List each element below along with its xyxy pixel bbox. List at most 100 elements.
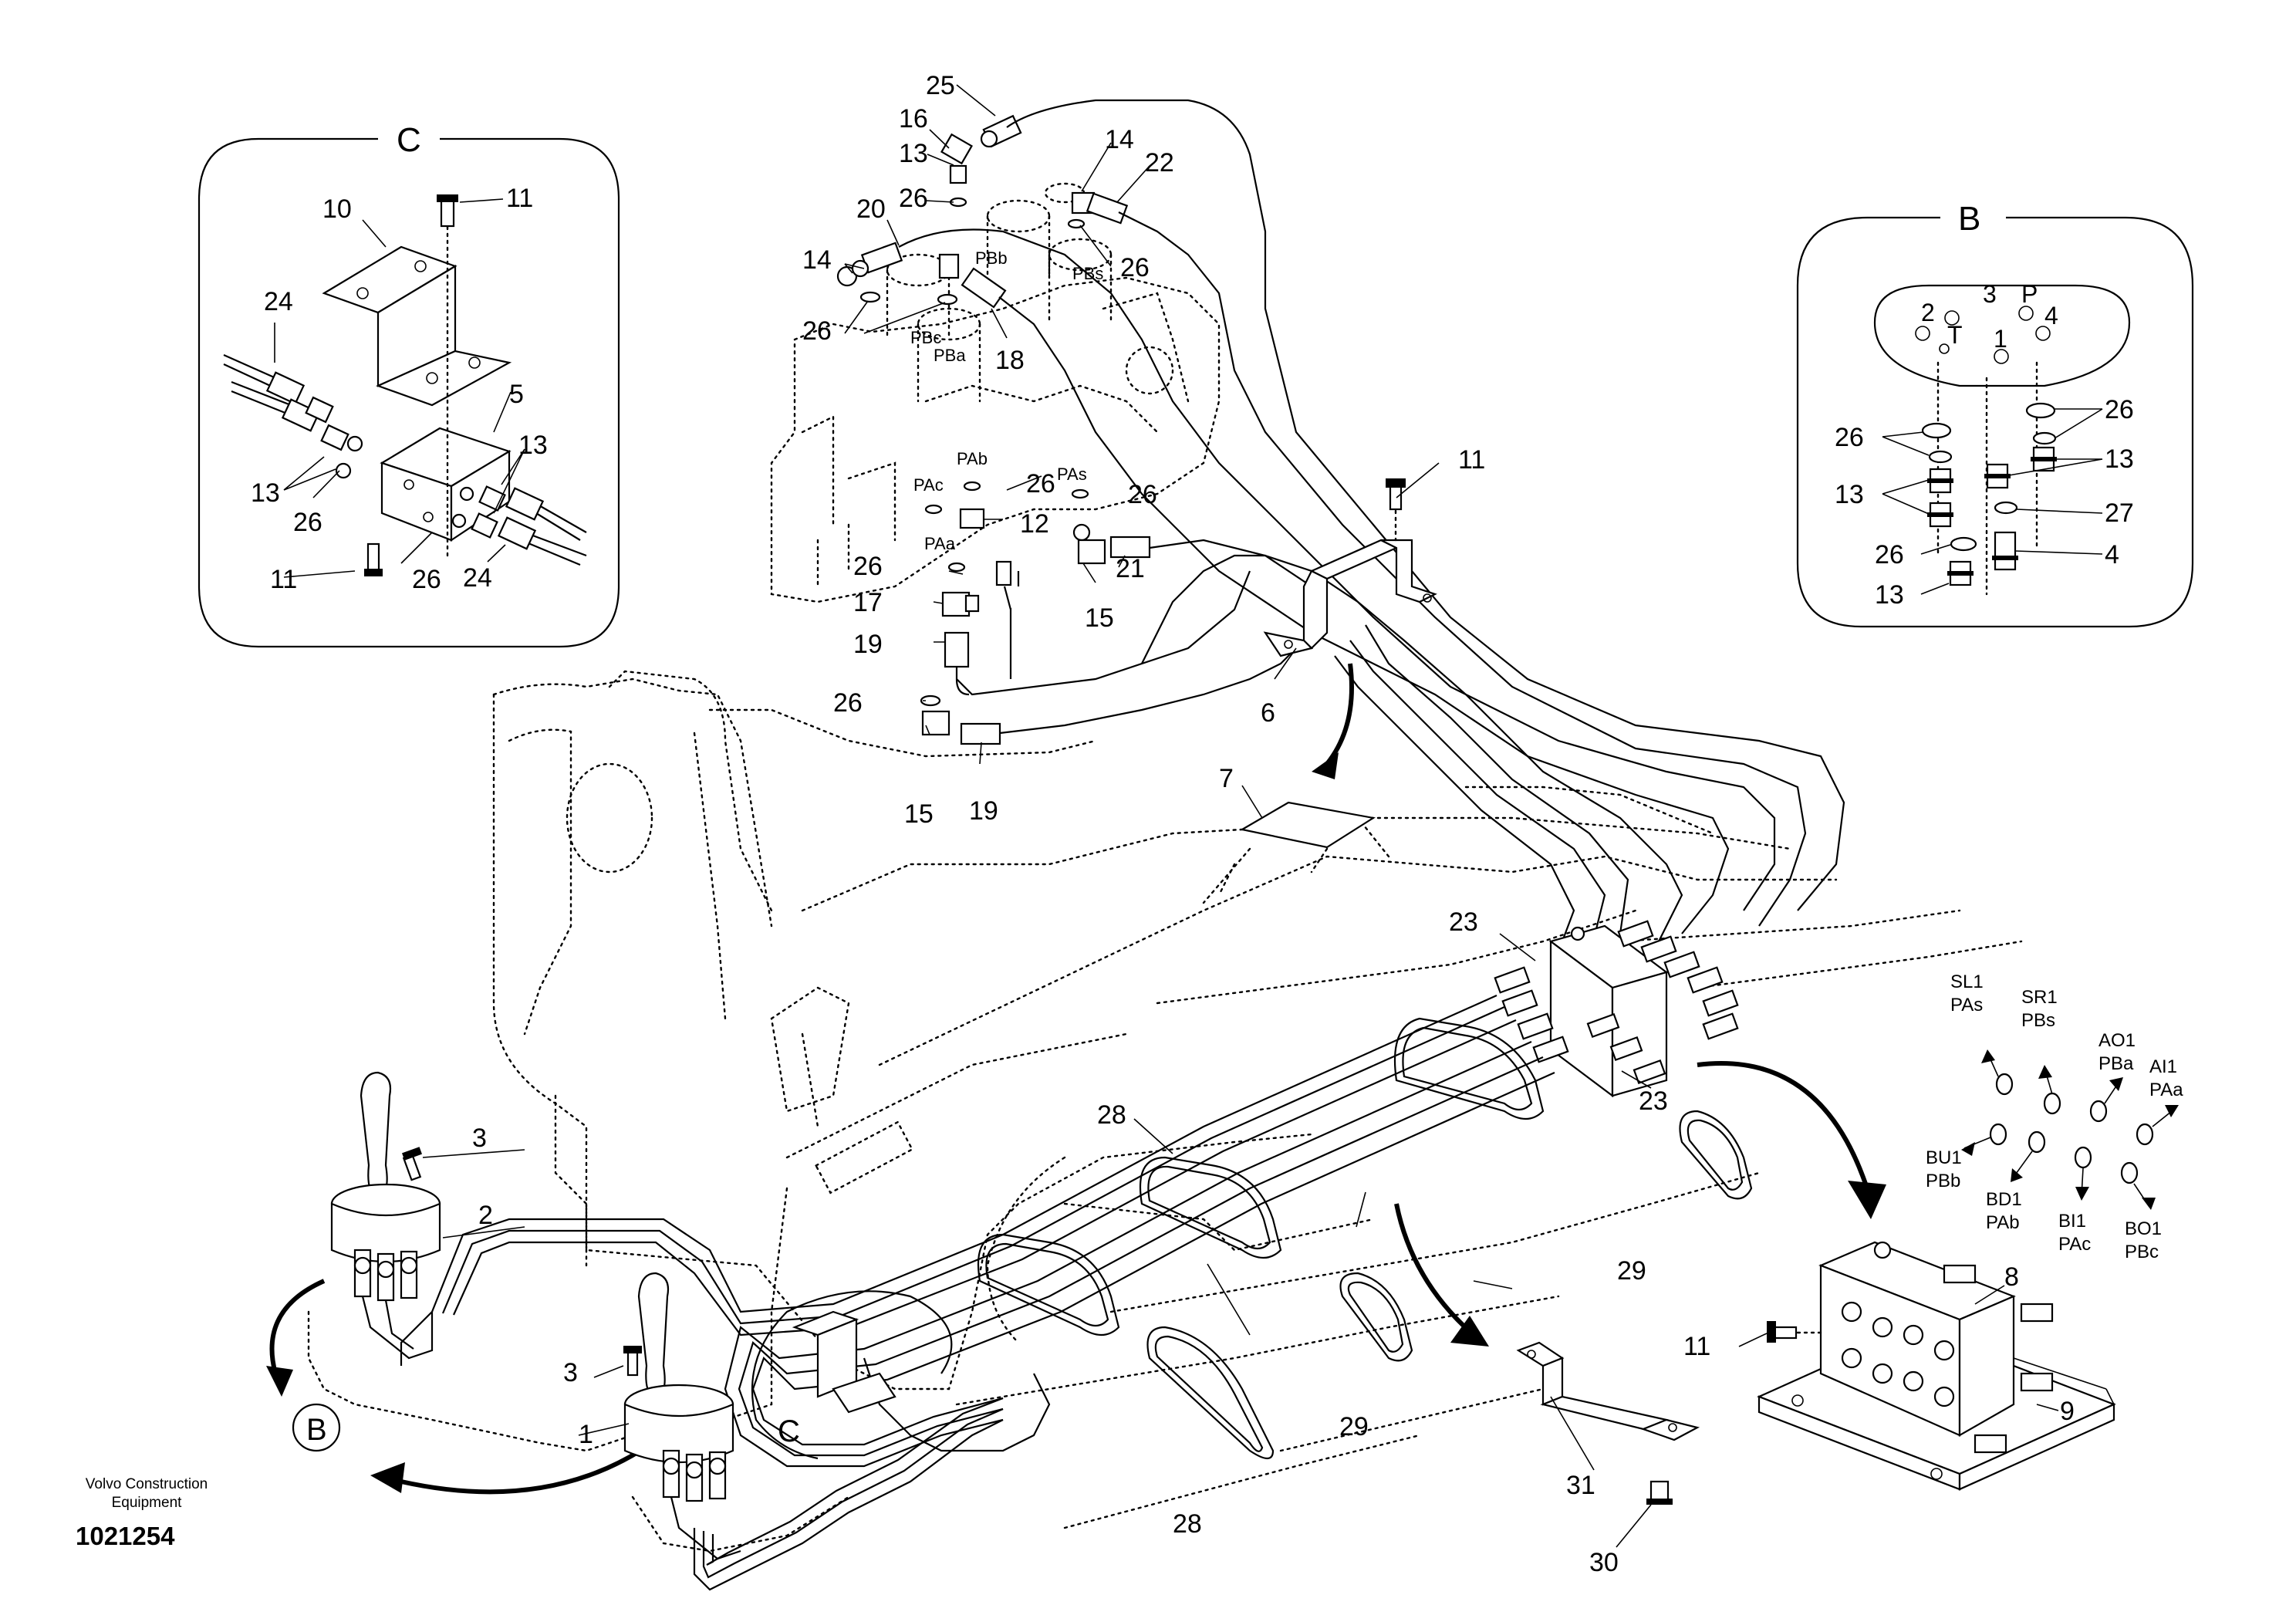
port-label-pbb: PBb: [975, 248, 1008, 268]
callout-15-upper: 15: [1085, 603, 1114, 633]
callout-leaders: [422, 84, 2059, 1548]
brand-line-2: Equipment: [111, 1495, 182, 1511]
detail-b-panel: B: [1796, 200, 2194, 628]
callout-29-right: 29: [1617, 1256, 1646, 1286]
legend-sr1-code: SR1: [2021, 987, 2058, 1008]
detail-b-port-2: 2: [1921, 299, 1935, 326]
legend-bi1-code: BI1: [2058, 1211, 2086, 1232]
callout-7: 7: [1219, 764, 1234, 793]
callout-1: 1: [579, 1420, 593, 1449]
callout-14-left: 14: [802, 245, 832, 275]
manifold-8-bracket-9: [1757, 1241, 2116, 1491]
callout-22: 22: [1145, 148, 1174, 177]
callout-15-lower: 15: [904, 799, 934, 829]
callout-20: 20: [856, 194, 886, 224]
marker-b: B: [306, 1413, 327, 1447]
callout-31: 31: [1566, 1471, 1595, 1500]
callout-2: 2: [478, 1201, 493, 1230]
callout-26-b-right: 26: [2105, 395, 2134, 424]
callout-13-c-right: 13: [518, 431, 548, 460]
callout-13-b-right: 13: [2105, 444, 2134, 474]
port-label-pac: PAc: [913, 475, 944, 495]
callout-13-b-left: 13: [1835, 480, 1864, 509]
callout-5: 5: [509, 380, 524, 409]
drawing-number: 1021254: [76, 1522, 175, 1550]
callout-3-lower: 3: [563, 1358, 578, 1387]
pilot-valve-base: [1873, 284, 2131, 387]
joystick-2: [330, 1071, 441, 1360]
callout-19-upper: 19: [853, 630, 883, 659]
detail-b-port-4: 4: [2044, 302, 2058, 329]
callout-12: 12: [1020, 509, 1049, 539]
callout-13-top: 13: [899, 139, 928, 168]
bracket-31: [1516, 1341, 1700, 1441]
joystick-1: [623, 1272, 741, 1560]
callout-6: 6: [1261, 698, 1275, 728]
grommets: [977, 1017, 1753, 1460]
drawing-footer: Volvo Construction Equipment 1021254: [69, 1475, 224, 1551]
callout-14-top: 14: [1105, 125, 1134, 154]
callout-23-bottom: 23: [1639, 1086, 1668, 1116]
callout-26-c-left: 26: [293, 508, 322, 537]
callout-17: 17: [853, 588, 883, 617]
callout-10: 10: [322, 194, 352, 224]
port-label-pab: PAb: [957, 449, 988, 468]
callout-11-c-bottom: 11: [270, 565, 297, 594]
legend-bo1-port: PBc: [2125, 1242, 2159, 1262]
detail-b-port-3: 3: [1983, 280, 1997, 308]
detail-b-port-1: 1: [1994, 325, 2007, 353]
callout-16: 16: [899, 104, 928, 133]
legend-sl1-code: SL1: [1950, 972, 1984, 992]
detail-c-panel: C: [198, 121, 620, 648]
callout-23-top: 23: [1449, 907, 1478, 937]
callout-29-lower: 29: [1339, 1412, 1369, 1441]
machine-frame-outline: [307, 670, 2023, 1553]
main-control-valve: [770, 182, 1221, 603]
callout-28-lower: 28: [1173, 1509, 1202, 1539]
detail-b-port-T: T: [1947, 321, 1963, 349]
callout-26-lower: 26: [833, 688, 863, 718]
hoses-24-left: [223, 353, 363, 479]
port-label-pas: PAs: [1057, 465, 1087, 484]
callout-3-upper: 3: [472, 1124, 487, 1153]
callout-26-pab: 26: [1026, 469, 1055, 498]
callout-26-pas: 26: [1128, 480, 1157, 509]
callout-26-b-left: 26: [1835, 423, 1864, 452]
callout-11-c-top: 11: [506, 184, 533, 213]
callout-9: 9: [2060, 1397, 2075, 1426]
callout-28-upper: 28: [1097, 1100, 1126, 1130]
brand-line-1: Volvo Construction: [85, 1476, 208, 1492]
long-hose-bundle: [400, 994, 1555, 1591]
valve-fittings: [836, 114, 1151, 745]
legend-ao1-code: AO1: [2098, 1030, 2136, 1051]
callout-11-valve: 11: [1458, 445, 1485, 475]
callout-13-c-left: 13: [251, 478, 280, 508]
callout-26-top: 26: [899, 184, 928, 213]
label-plate-7: [1239, 801, 1376, 849]
callout-18: 18: [995, 346, 1025, 375]
port-legend-rings: [1961, 1049, 2179, 1210]
legend-sl1-port: PAs: [1950, 995, 1983, 1015]
detail-b-title: B: [1958, 200, 1980, 238]
legend-bd1-port: PAb: [1986, 1212, 2020, 1233]
callout-13-b-bottom: 13: [1875, 580, 1904, 610]
legend-bu1-port: PBb: [1926, 1171, 1960, 1191]
callout-30: 30: [1589, 1548, 1619, 1577]
callout-8: 8: [2004, 1262, 2019, 1292]
detail-c-title: C: [397, 121, 421, 159]
port-label-pbc: PBc: [910, 328, 941, 347]
port-label-paa: PAa: [924, 534, 956, 553]
port-label-pba: PBa: [934, 346, 966, 365]
manifold-23: [1494, 920, 1739, 1098]
callout-27: 27: [2105, 498, 2134, 528]
callout-26-left: 26: [802, 316, 832, 346]
legend-ai1-code: AI1: [2149, 1056, 2177, 1077]
marker-c: C: [778, 1414, 800, 1448]
callout-25: 25: [926, 71, 955, 100]
detail-b-port-P: P: [2021, 280, 2038, 308]
callout-4: 4: [2105, 540, 2119, 569]
legend-bd1-code: BD1: [1986, 1189, 2022, 1210]
callout-24-c-top: 24: [264, 287, 293, 316]
legend-ai1-port: PAa: [2149, 1080, 2183, 1100]
